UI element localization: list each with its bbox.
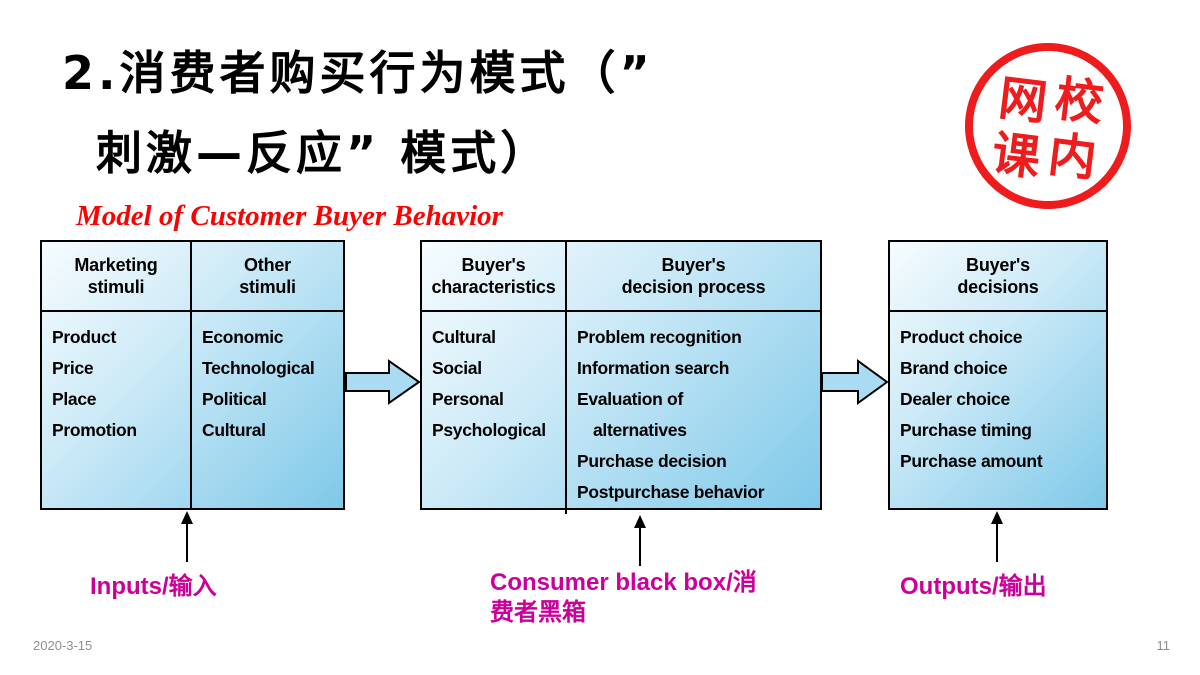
label-outputs: Outputs/输出 [900,573,1047,600]
list-item: Social [432,358,482,378]
column-header-buyer-decision-process: Buyer's decision process [567,242,820,312]
label-inputs: Inputs/输入 [90,573,217,600]
buyer-decisions-box: Buyer's decisions Product choice Brand c… [888,240,1108,510]
footer-date: 2020-3-15 [33,638,93,653]
list-item: Problem recognition [577,327,742,347]
stamp-char: 课 [989,126,1044,188]
list-item: Psychological [432,420,546,440]
list-item: Brand choice [900,358,1008,378]
list-item: Purchase timing [900,420,1032,440]
stamp-ring [965,43,1131,209]
list-item: Evaluation of alternatives [577,389,687,440]
up-arrow-icon [181,511,193,562]
list-item: Postpurchase behavior [577,482,765,502]
column-body-marketing-stimuli: Product Price Place Promotion [42,312,192,508]
slide-title-line2: 刺激—反应” 模式） [96,126,551,180]
label-consumer-black-box: Consumer black box/消费者黑箱 [490,569,757,626]
flow-arrow-shape [821,359,889,405]
flow-arrow-right-icon [821,359,889,405]
column-header-other-stimuli: Other stimuli [192,242,343,312]
page-number: 11 [1156,638,1171,653]
up-arrow-icon [634,515,646,566]
stamp-char: 内 [1045,126,1099,187]
column-header-buyer-characteristics: Buyer's characteristics [422,242,567,312]
list-item: Purchase decision [577,451,727,471]
list-item: Political [202,389,267,409]
flow-arrow-shape [345,359,421,405]
list-item: Purchase amount [900,451,1043,471]
list-item: Product [52,327,117,347]
column-body-buyer-decisions: Product choice Brand choice Dealer choic… [890,312,1106,508]
red-stamp-seal: 网 校 课 内 [965,43,1131,209]
list-item: Cultural [202,420,266,440]
column-body-other-stimuli: Economic Technological Political Cultura… [192,312,343,508]
column-header-marketing-stimuli: Marketing stimuli [42,242,192,312]
flow-arrow-right-icon [345,359,421,405]
list-item: Cultural [432,327,496,347]
list-item: Economic [202,327,284,347]
list-item: Price [52,358,94,378]
stamp-char: 网 [996,70,1050,131]
column-body-buyer-decision-process: Problem recognition Information search E… [567,312,820,514]
subtitle: Model of Customer Buyer Behavior [76,200,503,232]
list-item: Technological [202,358,315,378]
stimuli-box: Marketing stimuli Other stimuli Product … [40,240,345,510]
list-item: Product choice [900,327,1023,347]
list-item: Promotion [52,420,137,440]
up-arrow-icon [991,511,1003,562]
list-item: Place [52,389,97,409]
column-body-buyer-characteristics: Cultural Social Personal Psychological [422,312,567,514]
stamp-char: 校 [1052,71,1106,132]
buyer-black-box: Buyer's characteristics Buyer's decision… [420,240,822,514]
list-item: Dealer choice [900,389,1010,409]
slide-title-line1: 2.消费者购买行为模式（” [62,46,654,100]
list-item: Personal [432,389,504,409]
column-header-buyer-decisions: Buyer's decisions [890,242,1106,312]
list-item: Information search [577,358,730,378]
